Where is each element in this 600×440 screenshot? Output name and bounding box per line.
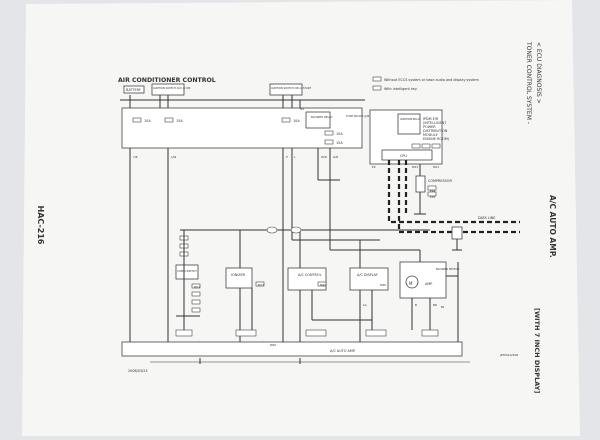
svg-text:B1: B1 xyxy=(441,305,445,309)
combination-switch-label: COMBI SWITCH xyxy=(177,269,197,273)
compressor-label: COMPRESSOR xyxy=(428,179,452,183)
svg-text:M51: M51 xyxy=(194,285,200,289)
svg-text:B: B xyxy=(415,303,417,307)
svg-text:M1: M1 xyxy=(300,107,304,111)
amp-label: AMP xyxy=(425,282,432,286)
svg-text:M96: M96 xyxy=(270,343,276,347)
ionizer-label: IONIZER xyxy=(231,273,246,277)
svg-text:BR: BR xyxy=(433,303,437,307)
svg-text:L: L xyxy=(294,155,296,159)
section-title: A/C AUTO AMP. xyxy=(548,195,557,258)
svg-text:M40: M40 xyxy=(320,283,326,287)
svg-text:L/W: L/W xyxy=(171,155,177,159)
connector-tags: M1 E9 M23 M21 E44 E45 M77 M40 M36 M51 B1… xyxy=(194,107,445,347)
fuse-symbols: 10A 15A 10A 10A 15A xyxy=(132,117,343,145)
svg-text:IPDM E/R: IPDM E/R xyxy=(423,117,439,121)
auto-amp-box xyxy=(121,341,463,357)
combination-switch-box xyxy=(175,264,199,280)
battery-label: BATTERY xyxy=(126,88,142,92)
diagram-title: AIR CONDITIONER CONTROL xyxy=(118,77,216,84)
chapter-title: < ECU DIAGNOSIS > xyxy=(535,42,542,104)
ac-display-box xyxy=(349,267,389,291)
svg-text:MODULE: MODULE xyxy=(423,133,438,137)
ref-code: JRTHA0123GB xyxy=(499,353,518,357)
blower-motor-letter: M xyxy=(409,281,413,286)
svg-text:M77: M77 xyxy=(258,283,264,287)
ipdm-connectors xyxy=(411,143,441,149)
ignition-on-label: IGNITION SWITCH ON or START xyxy=(271,86,311,90)
page-label: HAC-216 xyxy=(36,206,45,245)
data-line-connector xyxy=(451,226,463,240)
date-code: 2008/03/23 xyxy=(128,369,148,373)
ionizer-box xyxy=(225,267,253,289)
svg-text:15A: 15A xyxy=(176,119,183,123)
note-marker-2 xyxy=(372,85,382,91)
svg-text:M36: M36 xyxy=(380,283,386,287)
compressor-box xyxy=(415,175,426,193)
auto-amp-label: A/C AUTO AMP. xyxy=(330,349,355,353)
battery-box xyxy=(123,85,145,94)
note-line-2: With intelligent key xyxy=(384,87,417,91)
blower-relay-label: BLOWER RELAY xyxy=(311,115,333,119)
svg-text:ENGINE ROOM): ENGINE ROOM) xyxy=(423,137,450,141)
ionizer-connector xyxy=(255,281,265,287)
svg-text:(INTELLIGENT: (INTELLIGENT xyxy=(423,121,447,125)
ac-display-label: A/C DISPLAY xyxy=(357,273,379,277)
note-marker-1 xyxy=(372,76,382,82)
cpu-label: CPU xyxy=(400,154,407,158)
svg-text:P: P xyxy=(286,155,288,159)
blower-motor-symbol xyxy=(405,275,419,289)
ignition-relay-box xyxy=(397,113,421,135)
wire-color-codes: Y/R L/W P L W/R G/B BR B LG xyxy=(133,155,437,307)
svg-text:M23: M23 xyxy=(412,165,418,169)
cpu-box xyxy=(381,149,433,161)
note-line-1: Without ECCS system or base audio and di… xyxy=(384,78,479,82)
ac-control-box xyxy=(287,267,327,291)
section-subtitle: [WITH 7 INCH DISPLAY] xyxy=(533,308,541,393)
fuse-block-label: FUSE BLOCK (J/B) xyxy=(346,114,370,118)
ignition-on-box xyxy=(269,83,303,96)
svg-text:M21: M21 xyxy=(433,165,439,169)
ignition-relay-label: IGNITION RELAY xyxy=(400,117,421,121)
ac-control-connectors xyxy=(317,281,327,287)
svg-text:G/B: G/B xyxy=(333,155,338,159)
blower-motor-label: BLOWER MOTOR xyxy=(436,267,459,271)
svg-text:10A: 10A xyxy=(144,119,151,123)
ipdm-label: IPDM E/R (INTELLIGENT POWER DISTRIBUTION… xyxy=(423,117,450,141)
data-line-label: DATA LINE xyxy=(478,216,495,220)
svg-text:W/R: W/R xyxy=(321,155,327,159)
svg-text:DISTRIBUTION: DISTRIBUTION xyxy=(423,129,448,133)
ground-symbols xyxy=(175,329,439,337)
svg-text:E9: E9 xyxy=(372,165,376,169)
svg-text:POWER: POWER xyxy=(423,125,436,129)
ac-control-label: A/C CONTROL xyxy=(298,273,322,277)
svg-text:10A: 10A xyxy=(336,132,343,136)
blower-relay-box xyxy=(305,111,331,129)
compressor-connectors xyxy=(427,185,437,197)
svg-text:10A: 10A xyxy=(293,119,300,123)
svg-text:15A: 15A xyxy=(336,141,343,145)
svg-text:LG: LG xyxy=(363,303,367,307)
svg-text:Y/R: Y/R xyxy=(133,155,138,159)
paper-sheet xyxy=(22,0,580,436)
system-title: TONER CONTROL SYSTEM - xyxy=(525,41,532,124)
ignition-acc-label: IGNITION SWITCH ACC or ON xyxy=(153,86,190,90)
svg-text:E45: E45 xyxy=(430,195,436,199)
bus-connectors xyxy=(266,226,302,234)
svg-text:E44: E44 xyxy=(430,189,436,193)
